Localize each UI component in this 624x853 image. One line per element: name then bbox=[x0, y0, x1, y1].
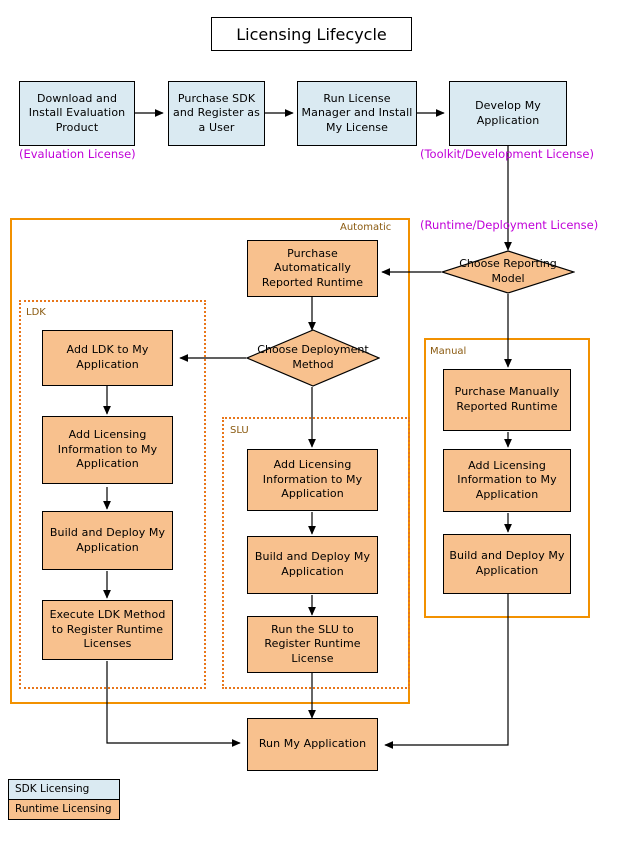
node-label: Run My Application bbox=[258, 737, 367, 751]
group-slu-label: SLU bbox=[230, 425, 249, 436]
node-label: Purchase Automatically Reported Runtime bbox=[261, 246, 364, 289]
node-label: Run License Manager and Install My Licen… bbox=[301, 91, 413, 134]
legend-item-sdk-licensing: SDK Licensing bbox=[8, 779, 120, 800]
legend-item-runtime-licensing: Runtime Licensing bbox=[8, 800, 120, 820]
diamond-shape bbox=[441, 250, 575, 294]
node-label: Add Licensing Information to My Applicat… bbox=[57, 428, 158, 471]
node-label: Execute LDK Method to Register Runtime L… bbox=[49, 608, 166, 651]
node-label: Add LDK to My Application bbox=[66, 343, 149, 371]
node-ldk-add-ldk[interactable]: Add LDK to My Application bbox=[42, 330, 173, 386]
legend-label: SDK Licensing bbox=[15, 783, 90, 795]
node-label: Build and Deploy My Application bbox=[49, 525, 166, 554]
caption-toolkit-license: (Toolkit/Development License) bbox=[420, 147, 594, 161]
diagram-title-box: Licensing Lifecycle bbox=[211, 17, 412, 51]
group-manual-label: Manual bbox=[430, 346, 467, 357]
node-slu-run-slu[interactable]: Run the SLU to Register Runtime License bbox=[247, 616, 378, 673]
node-label: Add Licensing Information to My Applicat… bbox=[262, 458, 363, 501]
node-manual-build-deploy[interactable]: Build and Deploy My Application bbox=[443, 534, 571, 594]
caption-evaluation-license: (Evaluation License) bbox=[19, 147, 136, 161]
decision-choose-deployment-method[interactable]: Choose Deployment Method bbox=[246, 329, 380, 387]
node-ldk-execute-method[interactable]: Execute LDK Method to Register Runtime L… bbox=[42, 600, 173, 660]
node-label: Download and Install Evaluation Product bbox=[28, 91, 126, 134]
legend-label: Runtime Licensing bbox=[15, 803, 112, 815]
caption-runtime-license: (Runtime/Deployment License) bbox=[420, 218, 599, 232]
diamond-shape bbox=[246, 329, 380, 387]
node-label: Build and Deploy My Application bbox=[254, 550, 371, 578]
group-slu bbox=[222, 417, 410, 689]
node-label: Develop My Application bbox=[475, 98, 541, 127]
decision-choose-reporting-model[interactable]: Choose Reporting Model bbox=[441, 250, 575, 294]
node-run-my-application[interactable]: Run My Application bbox=[247, 718, 378, 771]
node-label: Purchase SDK and Register as a User bbox=[173, 91, 260, 134]
node-label: Run the SLU to Register Runtime License bbox=[264, 622, 361, 665]
node-ldk-add-licensing-info[interactable]: Add Licensing Information to My Applicat… bbox=[42, 416, 173, 484]
node-label: Purchase Manually Reported Runtime bbox=[454, 385, 560, 413]
node-purchase-automatically-reported-runtime[interactable]: Purchase Automatically Reported Runtime bbox=[247, 240, 378, 297]
node-label: Build and Deploy My Application bbox=[449, 549, 565, 577]
node-purchase-sdk[interactable]: Purchase SDK and Register as a User bbox=[168, 81, 265, 146]
node-label: Add Licensing Information to My Applicat… bbox=[457, 458, 557, 501]
node-ldk-build-deploy[interactable]: Build and Deploy My Application bbox=[42, 511, 173, 570]
group-automatic-label: Automatic bbox=[340, 222, 392, 233]
node-manual-add-licensing-info[interactable]: Add Licensing Information to My Applicat… bbox=[443, 449, 571, 512]
node-develop-my-application[interactable]: Develop My Application bbox=[449, 81, 567, 146]
page-title: Licensing Lifecycle bbox=[236, 24, 387, 44]
legend: SDK Licensing Runtime Licensing bbox=[8, 779, 120, 820]
node-slu-build-deploy[interactable]: Build and Deploy My Application bbox=[247, 536, 378, 594]
group-ldk-label: LDK bbox=[26, 307, 46, 318]
node-run-license-manager[interactable]: Run License Manager and Install My Licen… bbox=[297, 81, 417, 146]
node-download-install[interactable]: Download and Install Evaluation Product bbox=[19, 81, 135, 146]
node-slu-add-licensing-info[interactable]: Add Licensing Information to My Applicat… bbox=[247, 449, 378, 511]
node-manual-purchase-runtime[interactable]: Purchase Manually Reported Runtime bbox=[443, 369, 571, 431]
